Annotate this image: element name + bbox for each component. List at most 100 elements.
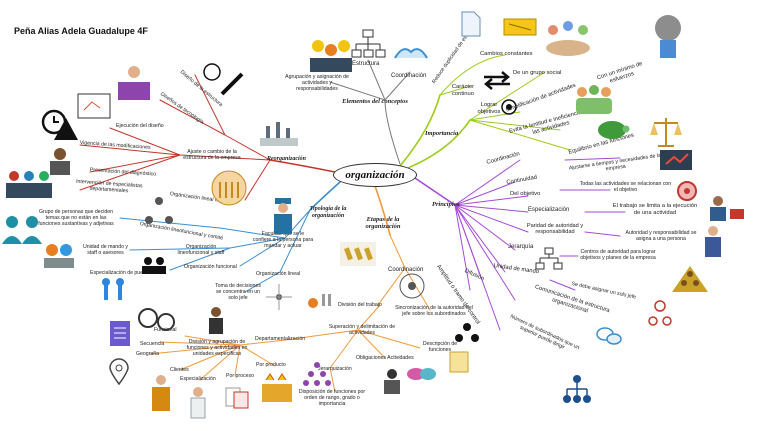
node-departamentalizacion: Departamentalización xyxy=(255,336,306,342)
clock-warning-icon xyxy=(41,109,78,140)
node-caracter: Carácter continuo xyxy=(451,84,475,97)
designer-desk-icon xyxy=(118,66,150,100)
arrows-icon xyxy=(484,71,510,90)
presentation-icon xyxy=(660,150,692,170)
dominoes-icon xyxy=(340,242,376,266)
modification-person-icon xyxy=(50,148,70,175)
handshake-icon xyxy=(394,48,428,59)
node-descripcion: Descripción de funciones xyxy=(422,341,458,353)
node-secuencia: Secuencia xyxy=(140,341,165,347)
node-disposicion: Disposición de funciones por orden de ra… xyxy=(298,389,366,407)
group-people-silhouette-icon xyxy=(2,216,42,244)
turtle-icon xyxy=(598,121,630,139)
worker-desk-icon xyxy=(710,196,744,221)
gears-network-icon xyxy=(399,273,425,299)
node-especializacion-puestos: Especialización de puestos xyxy=(90,270,153,276)
businessman-icon xyxy=(705,226,721,257)
branch-etapas[interactable]: Etapas de la organización xyxy=(365,216,401,231)
node-clientes: Clientes xyxy=(170,367,189,373)
police-person-icon xyxy=(274,198,292,234)
bowling-icon xyxy=(308,294,331,308)
node-autoridad: Autoridad y responsabilidad se asigna a … xyxy=(625,230,697,242)
team-discussion-icon xyxy=(310,40,352,72)
objective-target-icon xyxy=(677,181,697,201)
node-org-lineal: Organización lineal xyxy=(256,271,301,277)
node-jerarquia: Jerarquía xyxy=(508,244,534,250)
target-icon xyxy=(501,99,517,115)
node-obligaciones: Obligaciones Actividades xyxy=(356,355,414,361)
node-trabajo: El trabajo se limita a la ejecución de u… xyxy=(612,203,698,216)
node-grupo: De un grupo social xyxy=(513,70,562,76)
node-superacion: Superación y delimitación de actividades xyxy=(328,324,396,336)
balance-scale-icon xyxy=(650,118,682,147)
document-icon xyxy=(461,11,481,37)
branch-elementos[interactable]: Elementos del conceptos xyxy=(342,98,408,105)
specialists-team-icon xyxy=(6,171,52,198)
node-jerarquizacion: Jerarquización xyxy=(318,366,352,372)
bugs-icon xyxy=(407,368,436,380)
people-pyramid-small-icon xyxy=(303,362,331,386)
hierarchy-icon xyxy=(535,247,563,270)
node-coordinacion-eta: Coordinación xyxy=(388,267,424,273)
branch-principios[interactable]: Principios xyxy=(432,201,460,208)
node-cambios: Cambios constantes xyxy=(480,51,533,57)
network-people-icon xyxy=(648,300,672,326)
rock-lifter-icon xyxy=(655,15,681,58)
org-structure-icon xyxy=(563,375,591,403)
node-sincronizacion: Sincronización de la autoridad del jefe … xyxy=(395,305,473,317)
staff-people-icon xyxy=(142,257,166,274)
building-icon xyxy=(211,170,247,206)
clipboard-list-icon xyxy=(110,321,130,346)
worker-desk-small-icon xyxy=(384,369,400,394)
node-toma: Toma de decisiones se concentra en un so… xyxy=(215,283,261,301)
tools-icon xyxy=(102,278,124,300)
gears-icon xyxy=(138,308,175,331)
checklist-paper-icon xyxy=(449,351,469,373)
pyramid-people-icon xyxy=(672,266,708,292)
branch-importancia[interactable]: Importancia xyxy=(425,130,459,137)
product-box-icon xyxy=(262,373,292,402)
node-paridad: Paridad de autoridad y responsabilidad xyxy=(526,223,584,236)
chess-icon xyxy=(260,122,298,146)
node-del-objetivo: Del objetivo xyxy=(510,191,541,197)
lightbulb-pencil-icon xyxy=(203,63,244,96)
central-hub-icon xyxy=(266,284,292,310)
node-logro: Lograr objetivos xyxy=(477,102,501,115)
node-estructura: Estructura xyxy=(352,61,380,67)
node-ejecucion: Ejecución del diseño xyxy=(116,123,164,129)
node-por-proceso: Por proceso xyxy=(226,373,254,379)
ticket-icon xyxy=(503,18,537,36)
node-agrupacion: Agrupación y asignación de actividades y… xyxy=(285,74,349,92)
node-geografia: Geografía xyxy=(136,351,160,357)
node-especializacion: Especialización xyxy=(528,207,570,213)
branch-reorganizacion[interactable]: Reorganización xyxy=(267,156,307,162)
node-todas: Todas las actividades se relacionan con … xyxy=(579,181,672,193)
central-topic[interactable]: organización xyxy=(333,163,417,187)
node-division-agrupacion: División y agrupación de funciones y act… xyxy=(186,339,248,357)
author-title: Peña Alias Adela Guadalupe 4F xyxy=(14,26,148,36)
flipchart-icon xyxy=(77,93,111,119)
specialist-person-icon xyxy=(190,387,206,419)
group-people-icon xyxy=(576,85,612,114)
client-person-icon xyxy=(152,375,170,411)
location-pin-icon xyxy=(109,358,129,386)
process-docs-icon xyxy=(225,387,249,409)
node-ajuste: Ajuste o cambio de la estructura de la e… xyxy=(183,149,241,161)
chat-bubbles-icon xyxy=(596,327,622,345)
node-unidad-staff: Unidad de mando y staff o asesores xyxy=(83,244,128,256)
node-coordinacion-elem: Coordinación xyxy=(391,73,427,79)
org-chart-icon xyxy=(351,29,386,58)
node-especializacion-eta: Especialización xyxy=(180,376,216,382)
branch-tipologia[interactable]: Tipología de la organización xyxy=(309,206,347,219)
thinker-person-icon xyxy=(209,307,223,334)
node-lineofuncional: Organización lineofuncional y staff xyxy=(177,244,225,256)
node-por-producto: Por producto xyxy=(256,362,286,368)
node-division: División del trabajo xyxy=(338,302,382,308)
node-grupo-personas: Grupo de personas que deciden temas que … xyxy=(38,209,114,227)
staff-structure-icon xyxy=(145,197,173,224)
team-network-icon xyxy=(455,323,479,342)
team-meeting-icon xyxy=(546,21,590,56)
node-org-funcional: Organización funcional xyxy=(184,264,237,270)
